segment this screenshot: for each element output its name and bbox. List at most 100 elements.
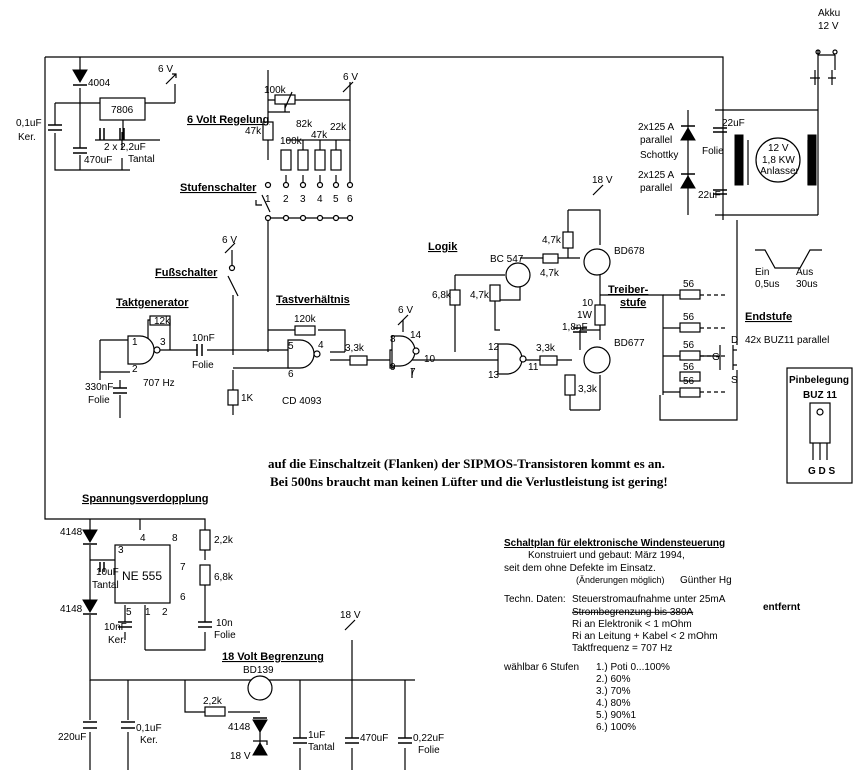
label-r33b: 3,3k — [536, 343, 556, 354]
label-bc547: BC 547 — [490, 254, 524, 265]
svg-text:5: 5 — [126, 607, 132, 618]
svg-text:9: 9 — [390, 362, 396, 373]
timing-off: Aus — [796, 267, 813, 278]
supply-6v-b: 6 V — [343, 72, 358, 83]
label-d4148-c: 4148 — [228, 722, 251, 733]
label-c330: 330nF — [85, 382, 113, 393]
label-r56-2: 56 — [683, 312, 695, 323]
timing-on: Ein — [755, 267, 769, 278]
label-c470: 470uF — [84, 155, 112, 166]
label-ne555: NE 555 — [122, 569, 162, 583]
timing-off-t: 30us — [796, 279, 818, 290]
label-c1u-type: Tantal — [308, 742, 335, 753]
pot-wiper — [284, 91, 293, 109]
info-tech-2: Strombegrenzung bis 380A — [572, 607, 694, 618]
label-r22: 22k — [330, 122, 347, 133]
label-motor-power: 1,8 KW — [762, 155, 795, 166]
label-c01b: 0,1uF — [136, 723, 162, 734]
svg-text:6: 6 — [180, 592, 186, 603]
doubler-diodes — [82, 529, 268, 756]
label-c22u-b: 22uF — [698, 190, 721, 201]
label-c10n-b-type: Folie — [214, 630, 236, 641]
note-line-2: Bei 500ns braucht man keinen Lüfter und … — [270, 474, 668, 489]
pinout-title: Pinbelegung — [789, 375, 849, 386]
label-schottky-2: 2x125 A — [638, 170, 674, 181]
label-doubler: Spannungsverdopplung — [82, 493, 209, 505]
label-c22u-a: 22uF — [722, 118, 745, 129]
stage-switch[interactable] — [255, 181, 354, 222]
label-r47b: 47k — [311, 130, 328, 141]
timing-waveform — [755, 249, 822, 269]
label-zener: 18 V — [230, 751, 251, 762]
info-stage-4: 4.) 80% — [596, 698, 631, 709]
label-r47c: 4,7k — [470, 290, 490, 301]
label-r120: 120k — [294, 314, 317, 325]
svg-text:3: 3 — [118, 545, 124, 556]
label-r10: 10 — [582, 298, 594, 309]
label-d4004: 4004 — [88, 78, 111, 89]
label-motor-type: Anlasser — [760, 166, 800, 177]
svg-text:4: 4 — [140, 533, 146, 544]
info-tech-1: Steuerstromaufnahme unter 25mA — [572, 594, 726, 605]
label-c10nf: 10nF — [104, 622, 127, 633]
label-pot: 100k — [264, 85, 287, 96]
label-d4148-a: 4148 — [60, 527, 83, 538]
svg-text:14: 14 — [410, 330, 422, 341]
label-r68: 6,8k — [432, 290, 452, 301]
label-motor-v: 12 V — [768, 143, 789, 154]
label-logic: Logik — [428, 241, 458, 253]
battery-voltage: 12 V — [818, 21, 839, 32]
svg-text:3: 3 — [160, 337, 166, 348]
label-drain: D — [731, 335, 738, 346]
supply-arrows — [165, 73, 604, 631]
label-r12k: 12k — [154, 316, 171, 327]
label-r22k-b: 2,2k — [203, 696, 223, 707]
nand-gates — [127, 335, 527, 375]
label-output-stage: Endstufe — [745, 311, 792, 323]
label-c18n: 1,8nF — [562, 322, 588, 333]
label-c220: 220uF — [58, 732, 86, 743]
label-c22-type: Folie — [702, 146, 724, 157]
switch-pos-5: 5 — [333, 194, 339, 205]
label-tantal-type: Tantal — [128, 154, 155, 165]
mosfet-buz11 — [719, 345, 737, 370]
label-r33a: 3,3k — [345, 343, 365, 354]
label-18v-limit: 18 Volt Begrenzung — [222, 651, 324, 663]
label-c330-type: Folie — [88, 395, 110, 406]
svg-text:2: 2 — [132, 364, 138, 375]
battery-terminals — [810, 49, 838, 85]
info-stage-2: 2.) 60% — [596, 674, 631, 685]
info-removed: entfernt — [763, 602, 801, 613]
label-c10n-type: Folie — [192, 360, 214, 371]
svg-text:7: 7 — [410, 367, 416, 378]
label-driver-2: stufe — [620, 297, 646, 309]
capacitor-symbols — [48, 124, 727, 744]
label-regulation: 6 Volt Regelung — [187, 114, 269, 126]
busbar-left — [734, 134, 744, 186]
pinout-letters: G D S — [808, 466, 836, 477]
resistor-symbols — [149, 94, 701, 717]
switch-pos-4: 4 — [317, 194, 323, 205]
label-clock-gen: Taktgenerator — [116, 297, 189, 309]
wiring — [44, 50, 836, 770]
switch-pos-6: 6 — [347, 194, 353, 205]
label-ic: CD 4093 — [282, 396, 322, 407]
foot-switch[interactable] — [227, 264, 239, 297]
label-schottky-2b: parallel — [640, 183, 672, 194]
label-c01b-type: Ker. — [140, 735, 158, 746]
info-tech-3: Ri an Elektronik < 1 mOhm — [572, 619, 692, 630]
label-d4148-b: 4148 — [60, 604, 83, 615]
svg-text:4: 4 — [318, 340, 324, 351]
supply-18v-b: 18 V — [340, 610, 361, 621]
motor-symbol — [755, 137, 801, 183]
label-duty: Tastverhältnis — [276, 294, 350, 306]
diode-4004-symbol — [72, 69, 88, 83]
label-r82: 82k — [296, 119, 313, 130]
label-c01: 0,1uF — [16, 118, 42, 129]
info-since: seit dem ohne Defekte im Einsatz. — [504, 563, 656, 574]
label-c022: 0,22uF — [413, 733, 444, 744]
switch-pos-2: 2 — [283, 194, 289, 205]
label-r47a: 47k — [245, 126, 262, 137]
